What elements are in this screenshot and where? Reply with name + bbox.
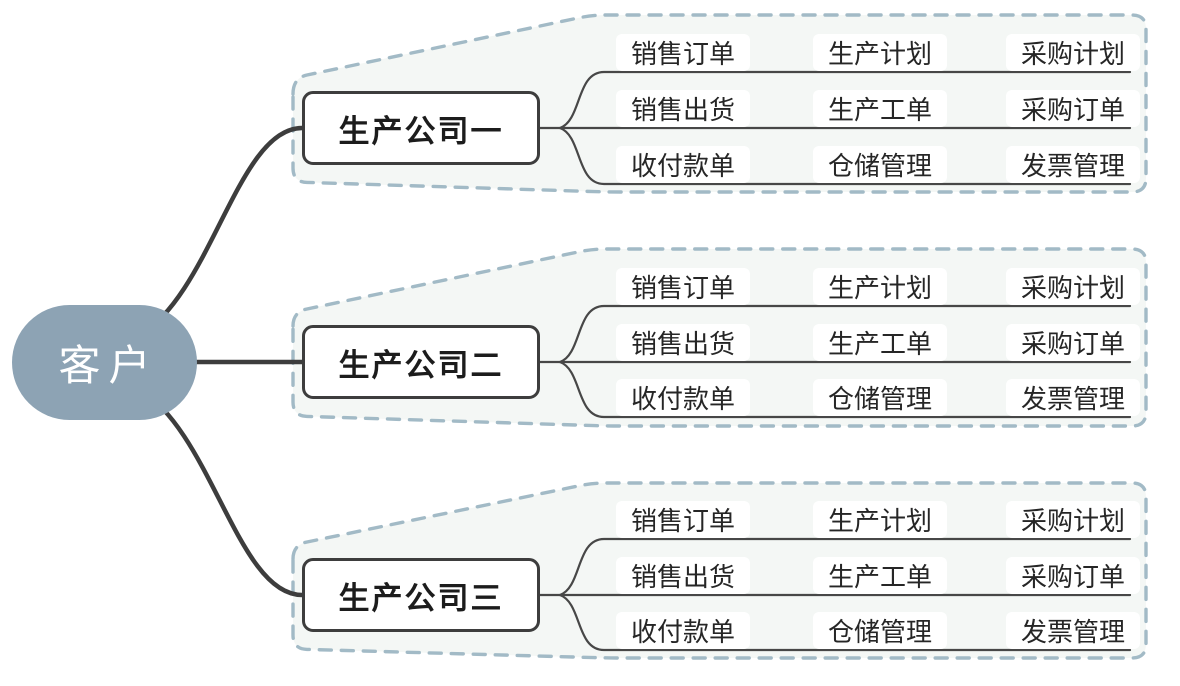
topic-item[interactable]: 收付款单 (616, 379, 750, 416)
row-line-g2-r1 (558, 304, 1132, 364)
topic-item[interactable]: 采购计划 (1006, 501, 1140, 538)
row-line-g1-r1 (558, 70, 1132, 130)
topic-item[interactable]: 生产工单 (813, 324, 947, 361)
topic-item[interactable]: 生产工单 (813, 90, 947, 127)
company-node-2[interactable]: 生产公司二 (302, 325, 540, 399)
topic-item[interactable]: 采购订单 (1006, 557, 1140, 594)
company-node-3[interactable]: 生产公司三 (302, 558, 540, 632)
topic-item[interactable]: 收付款单 (616, 612, 750, 649)
topic-item[interactable]: 销售出货 (616, 90, 750, 127)
topic-item[interactable]: 收付款单 (616, 146, 750, 183)
row-line-g2-r3 (558, 360, 1132, 419)
topic-item[interactable]: 销售出货 (616, 324, 750, 361)
topic-item[interactable]: 销售订单 (616, 34, 750, 71)
root-branch-3 (137, 387, 305, 598)
row-line-g3-r1 (558, 537, 1132, 597)
topic-item[interactable]: 仓储管理 (813, 146, 947, 183)
root-node-customer[interactable]: 客户 (12, 305, 197, 420)
topic-item[interactable]: 销售订单 (616, 501, 750, 538)
topic-item[interactable]: 生产计划 (813, 501, 947, 538)
topic-item[interactable]: 仓储管理 (813, 612, 947, 649)
topic-item[interactable]: 发票管理 (1006, 379, 1140, 416)
topic-item[interactable]: 采购订单 (1006, 324, 1140, 361)
topic-item[interactable]: 采购订单 (1006, 90, 1140, 127)
topic-item[interactable]: 生产工单 (813, 557, 947, 594)
root-branch-1 (137, 125, 305, 338)
company-node-1[interactable]: 生产公司一 (302, 91, 540, 165)
topic-item[interactable]: 采购计划 (1006, 268, 1140, 305)
topic-item[interactable]: 销售出货 (616, 557, 750, 594)
topic-item[interactable]: 发票管理 (1006, 612, 1140, 649)
row-line-g3-r3 (558, 593, 1132, 652)
topic-item[interactable]: 生产计划 (813, 268, 947, 305)
topic-item[interactable]: 生产计划 (813, 34, 947, 71)
topic-item[interactable]: 仓储管理 (813, 379, 947, 416)
topic-item[interactable]: 发票管理 (1006, 146, 1140, 183)
row-line-g1-r3 (558, 126, 1132, 186)
topic-item[interactable]: 采购计划 (1006, 34, 1140, 71)
topic-item[interactable]: 销售订单 (616, 268, 750, 305)
